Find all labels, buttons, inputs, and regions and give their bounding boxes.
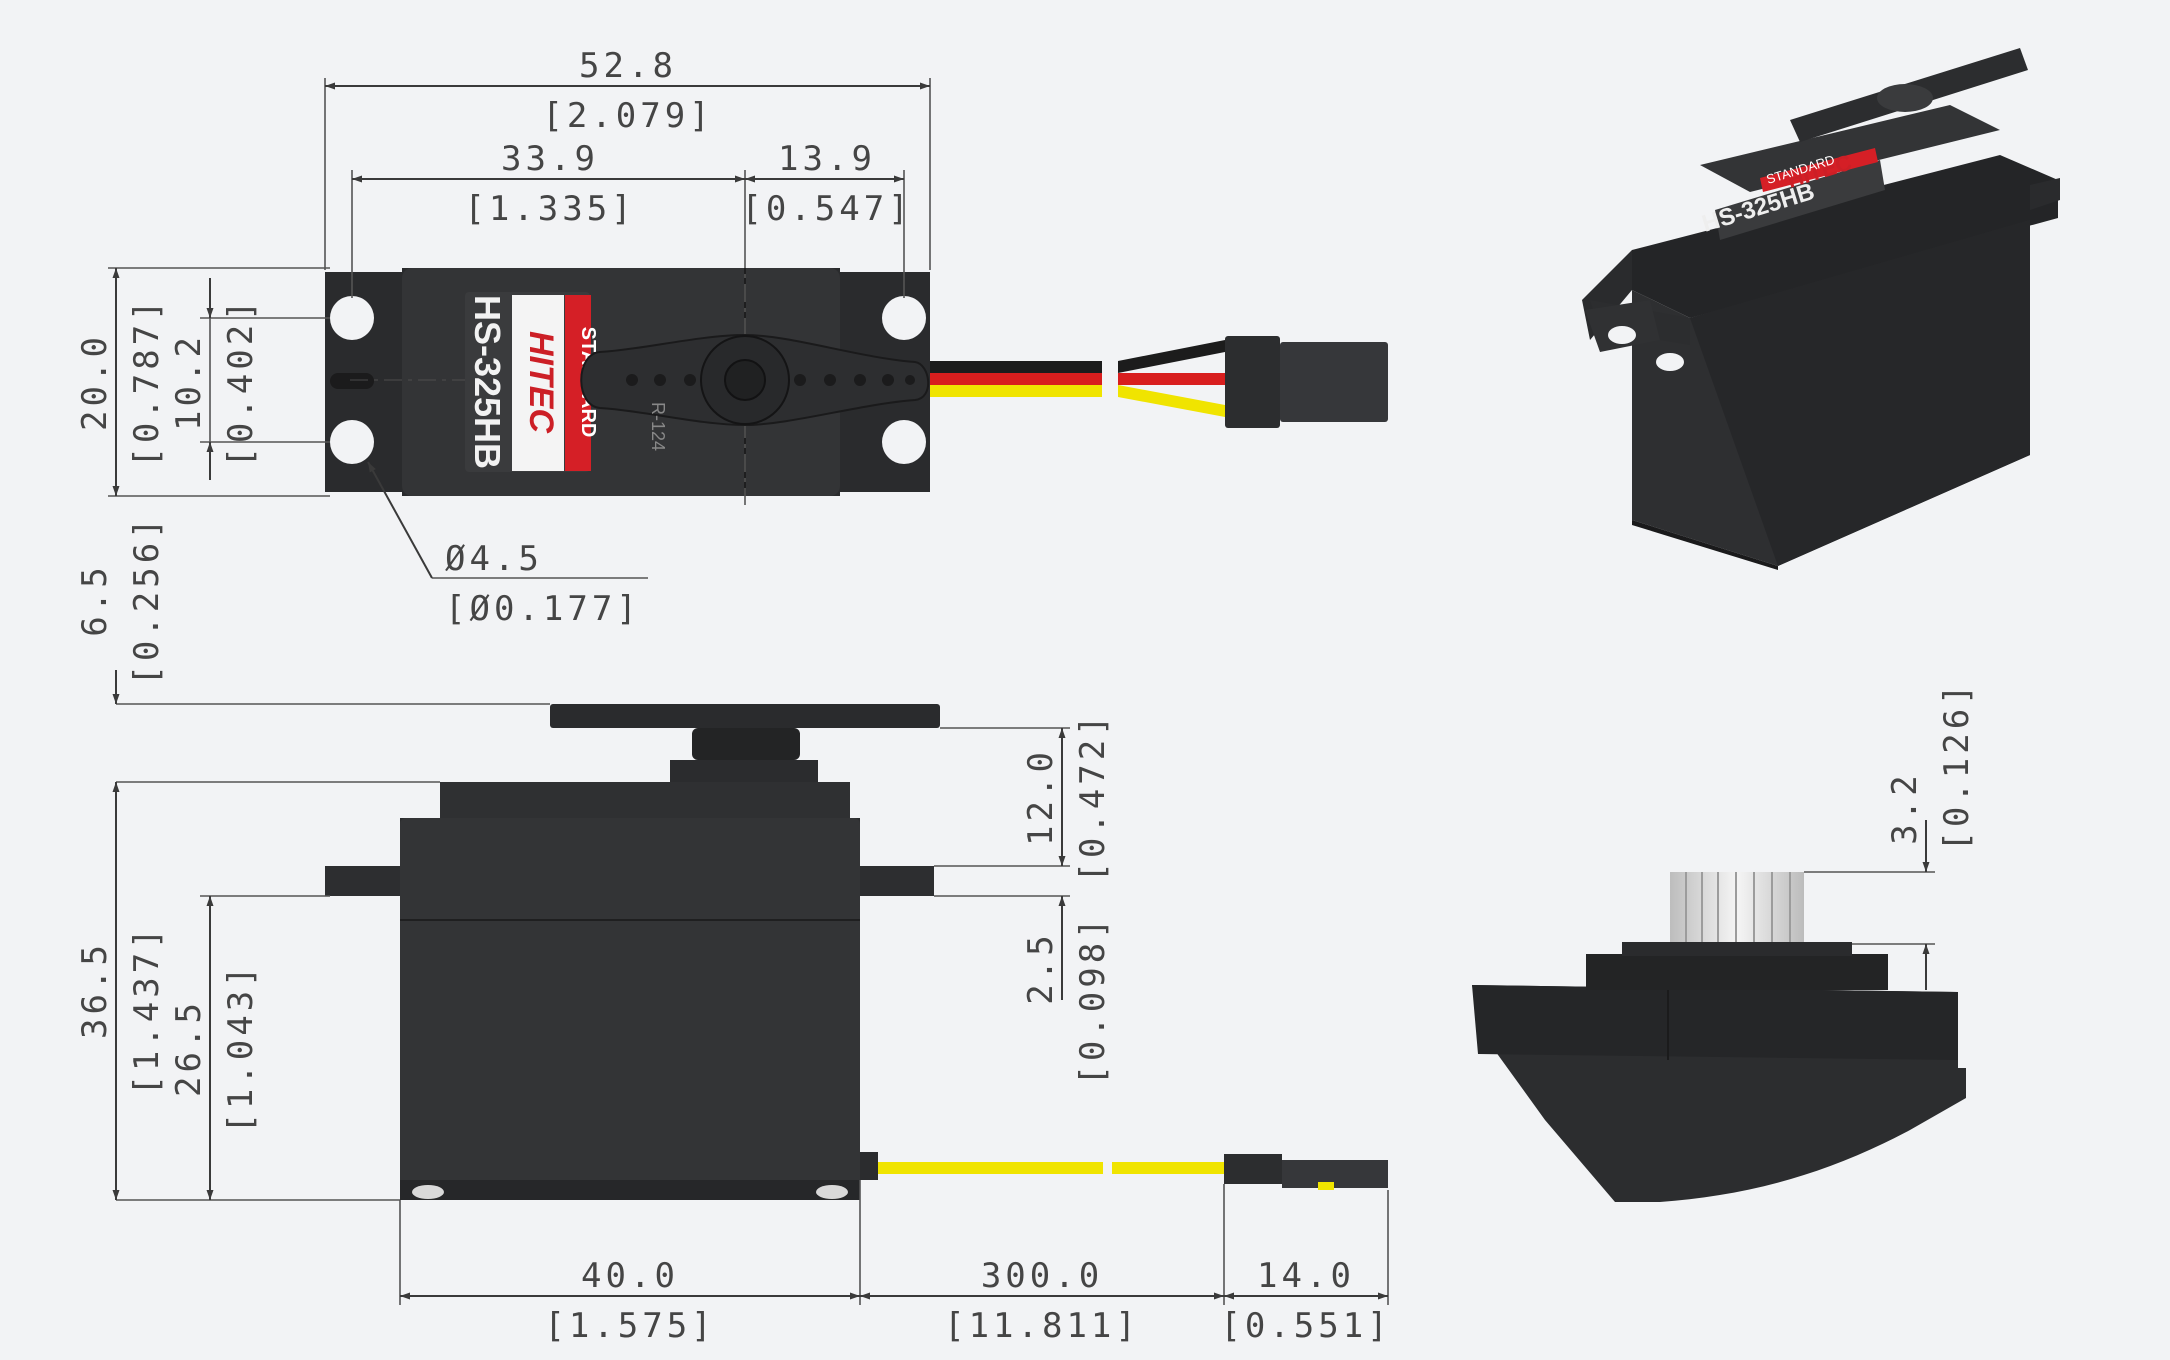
dim-spline-height-mm: 3.2	[1885, 771, 1925, 844]
dim-overall-length-in: [2.079]	[542, 96, 713, 136]
mount-hole	[882, 420, 926, 464]
dim-shaft-to-hole-in: [0.547]	[741, 189, 912, 229]
mount-hole	[882, 296, 926, 340]
dim-shaft-to-hole-mm: 13.9	[778, 139, 876, 179]
dim-body-length-in: [1.575]	[544, 1306, 715, 1346]
dim-connector-length-in: [0.551]	[1220, 1306, 1391, 1346]
label-brand: HITEC	[522, 331, 560, 433]
dim-top-to-flange-in: [0.472]	[1073, 711, 1113, 882]
dim-hole-diameter-in: [Ø0.177]	[445, 589, 641, 629]
side-body	[400, 818, 860, 1200]
dim-lead-length-mm: 300.0	[981, 1256, 1103, 1296]
dim-flange-thickness-in: [0.098]	[1073, 914, 1113, 1085]
dim-horn-height-in: [0.256]	[127, 514, 167, 685]
servo-leads-top	[930, 336, 1388, 428]
dim-body-height-in: [1.437]	[127, 924, 167, 1095]
dim-spline-height-in: [0.126]	[1937, 680, 1977, 851]
dim-flange-thickness-mm: 2.5	[1021, 931, 1061, 1004]
dim-overall-length-mm: 52.8	[579, 46, 677, 86]
dim-horn-height-mm: 6.5	[75, 563, 115, 636]
dim-width-in: [0.787]	[127, 296, 167, 467]
connector-top	[1225, 336, 1280, 428]
label-model: HS-325HB	[467, 295, 508, 469]
dim-flange-height-in: [1.043]	[221, 962, 261, 1133]
dim-hole-to-shaft-mm: 33.9	[501, 139, 599, 179]
dim-hole-to-shaft-in: [1.335]	[464, 189, 635, 229]
iso-label	[1715, 160, 1885, 240]
spline-detail-view: 3.2 [0.126]	[1472, 680, 1977, 1202]
dim-flange-height-mm: 26.5	[169, 999, 209, 1097]
top-view: HITEC HS-325HB STANDARD R-124	[75, 46, 1388, 629]
dim-top-to-flange-mm: 12.0	[1021, 748, 1061, 846]
dim-body-length-mm: 40.0	[581, 1256, 679, 1296]
side-lead	[878, 1162, 1103, 1174]
mount-hole	[330, 420, 374, 464]
connector-side	[1224, 1154, 1282, 1184]
dim-hole-diameter-mm: Ø4.5	[445, 539, 543, 579]
dim-connector-length-mm: 14.0	[1257, 1256, 1355, 1296]
isometric-view: HITEC HS-325HB STANDARD	[1582, 48, 2060, 570]
side-view: 6.5 [0.256] 36.5 [1.437] 26.5 [1.043] 12…	[75, 514, 1391, 1346]
horn-mark: R-124	[648, 402, 668, 451]
dim-hole-spacing-in: [0.402]	[221, 296, 261, 467]
mount-hole	[330, 296, 374, 340]
dim-lead-length-in: [11.811]	[944, 1306, 1140, 1346]
side-flange-right	[850, 866, 934, 896]
dim-body-height-mm: 36.5	[75, 941, 115, 1039]
side-flange-left	[325, 866, 405, 896]
dim-hole-spacing-mm: 10.2	[169, 333, 209, 431]
dim-width-mm: 20.0	[75, 333, 115, 431]
side-horn	[550, 704, 940, 728]
